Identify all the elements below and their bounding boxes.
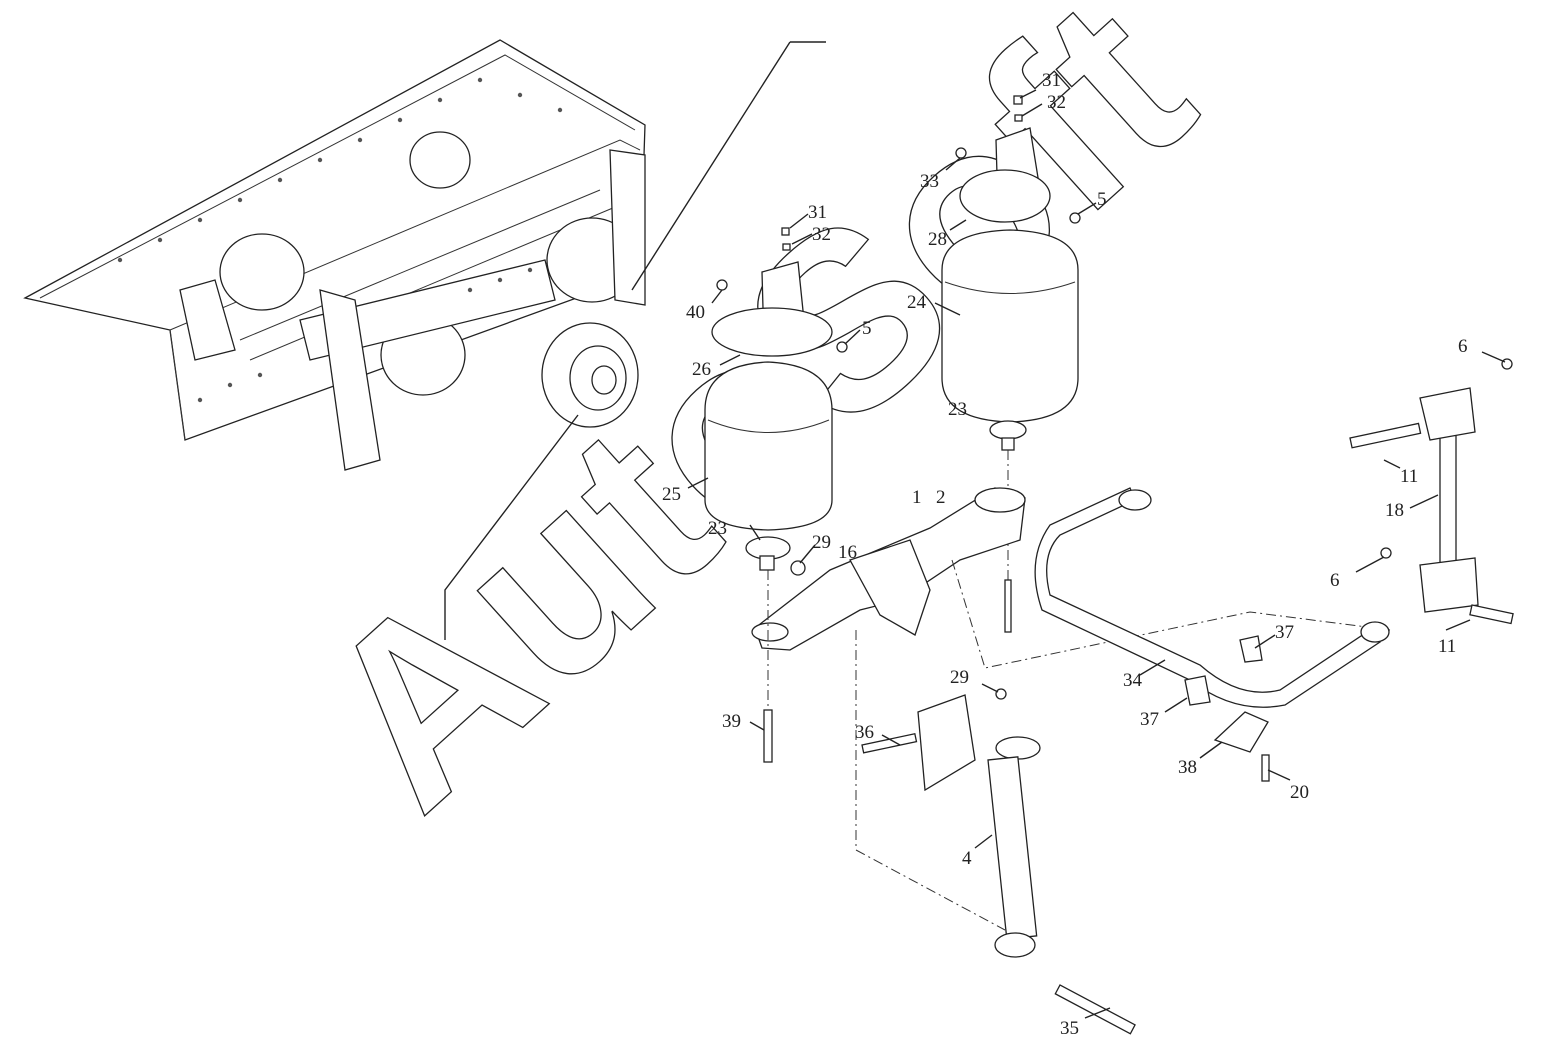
shock-absorber-group [861, 688, 1136, 1035]
bolt-11-upper [1349, 422, 1422, 449]
nut-6-lower [1380, 547, 1392, 559]
callout-11: 11 [1438, 636, 1456, 657]
callout-2: 2 [936, 487, 946, 508]
callout-18: 18 [1385, 500, 1404, 521]
assembly-air-spring-left [219, 233, 305, 311]
drop-link-bottom-bracket [1419, 557, 1479, 613]
callout-36: 36 [855, 722, 874, 743]
callout-26: 26 [692, 359, 711, 380]
callout-1: 1 [912, 487, 922, 508]
bolt-36 [861, 733, 918, 754]
air-spring-24-group [941, 95, 1081, 633]
callout-33: 33 [920, 171, 939, 192]
air-spring-25-group [704, 227, 848, 576]
callout-37: 37 [1275, 622, 1294, 643]
callout-29: 29 [812, 532, 831, 553]
bolt-20 [1261, 754, 1270, 782]
assembly-bracket-right [609, 149, 646, 306]
shock-bracket-36 [917, 694, 976, 792]
callout-29: 29 [950, 667, 969, 688]
callout-labels: 31 32 33 5 28 24 31 32 40 5 26 25 23 23 … [662, 70, 1468, 1039]
nut-31-lower [781, 227, 790, 236]
stabilizer-bar-34 [1034, 487, 1381, 708]
leader-lines [687, 89, 1506, 1019]
bolt-39 [763, 709, 773, 763]
callout-6: 6 [1458, 336, 1468, 357]
assembly-air-spring-rear [409, 131, 471, 189]
nut-6-upper [1501, 358, 1513, 370]
callout-32: 32 [812, 224, 831, 245]
assembly-bracket-front [319, 289, 381, 471]
nut-29-lower [995, 688, 1007, 700]
washer-32-lower [782, 243, 791, 251]
piston-23-upper [989, 420, 1027, 440]
bolt-33 [955, 147, 967, 159]
nut-5-upper [1069, 212, 1081, 224]
beam-mount-16 [849, 539, 931, 636]
callout-31: 31 [1042, 70, 1061, 91]
callout-24: 24 [907, 292, 927, 313]
callout-38: 38 [1178, 757, 1197, 778]
callout-31: 31 [808, 202, 827, 223]
shock-bottom-eye [994, 932, 1036, 958]
bolt-11-lower [1469, 604, 1514, 625]
bolt-upper-vertical [1004, 579, 1012, 633]
shock-top-eye [995, 736, 1041, 760]
shock-absorber-4 [987, 756, 1038, 940]
callout-39: 39 [722, 711, 741, 732]
callout-4: 4 [962, 848, 972, 869]
callout-23: 23 [708, 518, 727, 539]
bolt-40 [716, 279, 728, 291]
nut-5-lower [836, 341, 848, 353]
callout-32: 32 [1047, 92, 1066, 113]
callout-34: 34 [1123, 670, 1143, 691]
assembly-axle [299, 259, 556, 361]
assembly-overview [23, 39, 826, 640]
callout-37: 37 [1140, 709, 1159, 730]
nut-29-upper [790, 560, 806, 576]
callout-25: 25 [662, 484, 681, 505]
bushing-37-lower [1184, 675, 1211, 706]
callout-23: 23 [948, 399, 967, 420]
nut-31 [1013, 95, 1023, 105]
drop-link-top-bracket [1419, 387, 1476, 441]
assembly-bracket-rear [179, 279, 236, 361]
clamp-38 [1213, 711, 1269, 753]
callout-35: 35 [1060, 1018, 1079, 1039]
plate-28 [959, 169, 1051, 223]
plate-26 [711, 307, 833, 357]
bushing-37-upper [1239, 635, 1263, 663]
air-spring-25 [704, 361, 833, 531]
callout-5: 5 [862, 318, 872, 339]
callout-20: 20 [1290, 782, 1309, 803]
callout-16: 16 [838, 542, 857, 563]
stabilizer-group [1034, 487, 1390, 782]
washer-32 [1014, 114, 1023, 122]
callout-6: 6 [1330, 570, 1340, 591]
callout-40: 40 [686, 302, 705, 323]
callout-11: 11 [1400, 466, 1418, 487]
callout-28: 28 [928, 229, 947, 250]
air-spring-24 [941, 229, 1079, 423]
drop-link-group [1349, 358, 1514, 625]
callout-5: 5 [1097, 189, 1107, 210]
bolt-35 [1054, 984, 1136, 1035]
